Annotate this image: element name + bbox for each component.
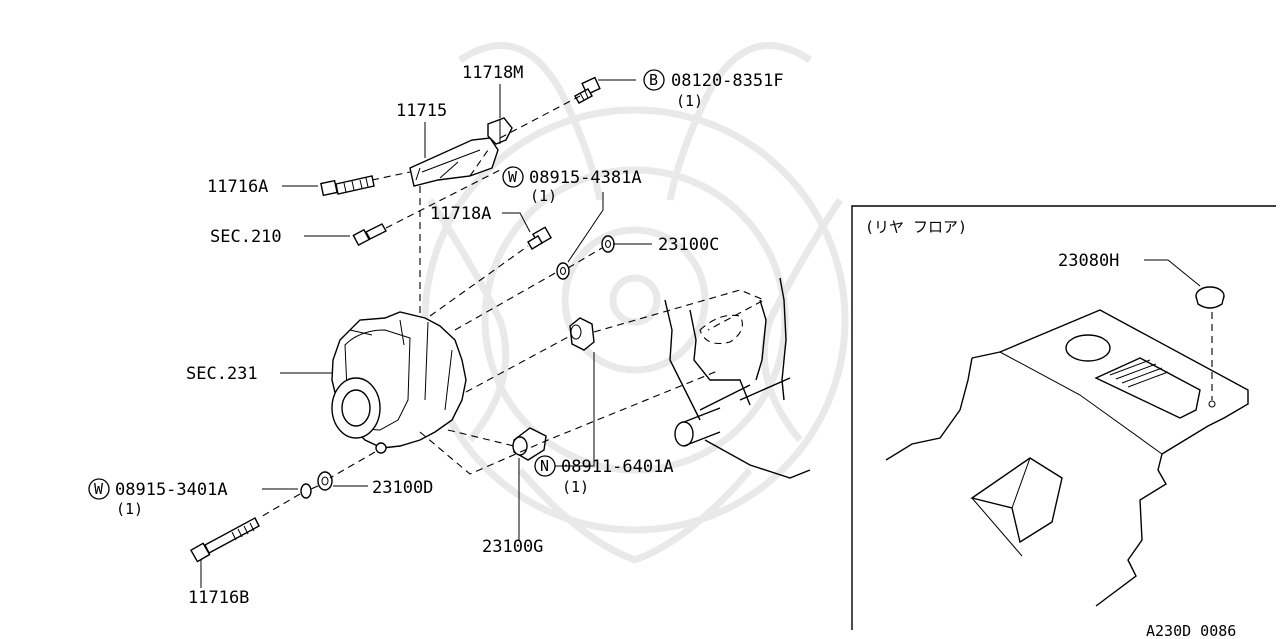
washer-08915-3401a [300,483,312,499]
washer-23100c [601,235,615,253]
label-11715: 11715 [396,101,447,121]
alternator-body [331,311,467,454]
label-08911-6401a-qty: (1) [562,478,589,496]
bolt-11716b [189,517,260,563]
label-08911-6401a: 08911-6401A [561,457,674,477]
label-08120-8351f: 08120-8351F [671,71,784,91]
bolt-sec210 [352,223,387,247]
callout-letter-n: N [540,457,549,475]
label-23080h: 23080H [1058,251,1119,271]
label-sec210: SEC.210 [210,227,282,247]
label-11718m: 11718M [462,63,523,83]
washer-23100d [317,471,333,491]
label-08915-3401a: 08915-3401A [115,480,228,500]
nut-08911 [569,317,595,351]
callout-letter-w2: W [94,480,104,498]
label-08915-3401a-qty: (1) [116,500,143,518]
adjusting-bar [409,117,513,187]
callout-circle-w1 [502,166,524,188]
label-08915-4381a-qty: (1) [530,187,557,205]
label-11718a: 11718A [430,204,491,224]
label-08915-4381a: 08915-4381A [529,168,642,188]
callout-letter-b: B [649,71,658,89]
bolt-08120 [574,76,601,104]
label-08120-qty: (1) [676,92,703,110]
callout-letter-w1: W [508,168,518,186]
label-23100c: 23100C [658,235,719,255]
inset-rear-floor [851,205,1276,630]
inset-title: (リヤ フロア) [865,218,967,236]
label-sec231: SEC.231 [186,364,258,384]
washer-08915-4381a [556,262,570,280]
bushing-23100g [512,427,547,461]
leader-lines [200,79,652,588]
assembly-dashed-lines [258,95,766,519]
label-11716b: 11716B [188,588,249,608]
label-23100g: 23100G [482,537,543,557]
callout-circle-n [534,455,556,477]
callout-circle-w2 [88,478,110,500]
watermark-emblem [421,42,849,564]
bolt-11718a [527,226,553,250]
bolt-11716a [320,175,375,197]
engine-bracket [664,277,811,479]
label-11716a: 11716A [207,177,268,197]
diagram-code: A230D 0086 [1146,622,1236,639]
label-23100d: 23100D [372,478,433,498]
callout-circle-b [643,69,665,91]
